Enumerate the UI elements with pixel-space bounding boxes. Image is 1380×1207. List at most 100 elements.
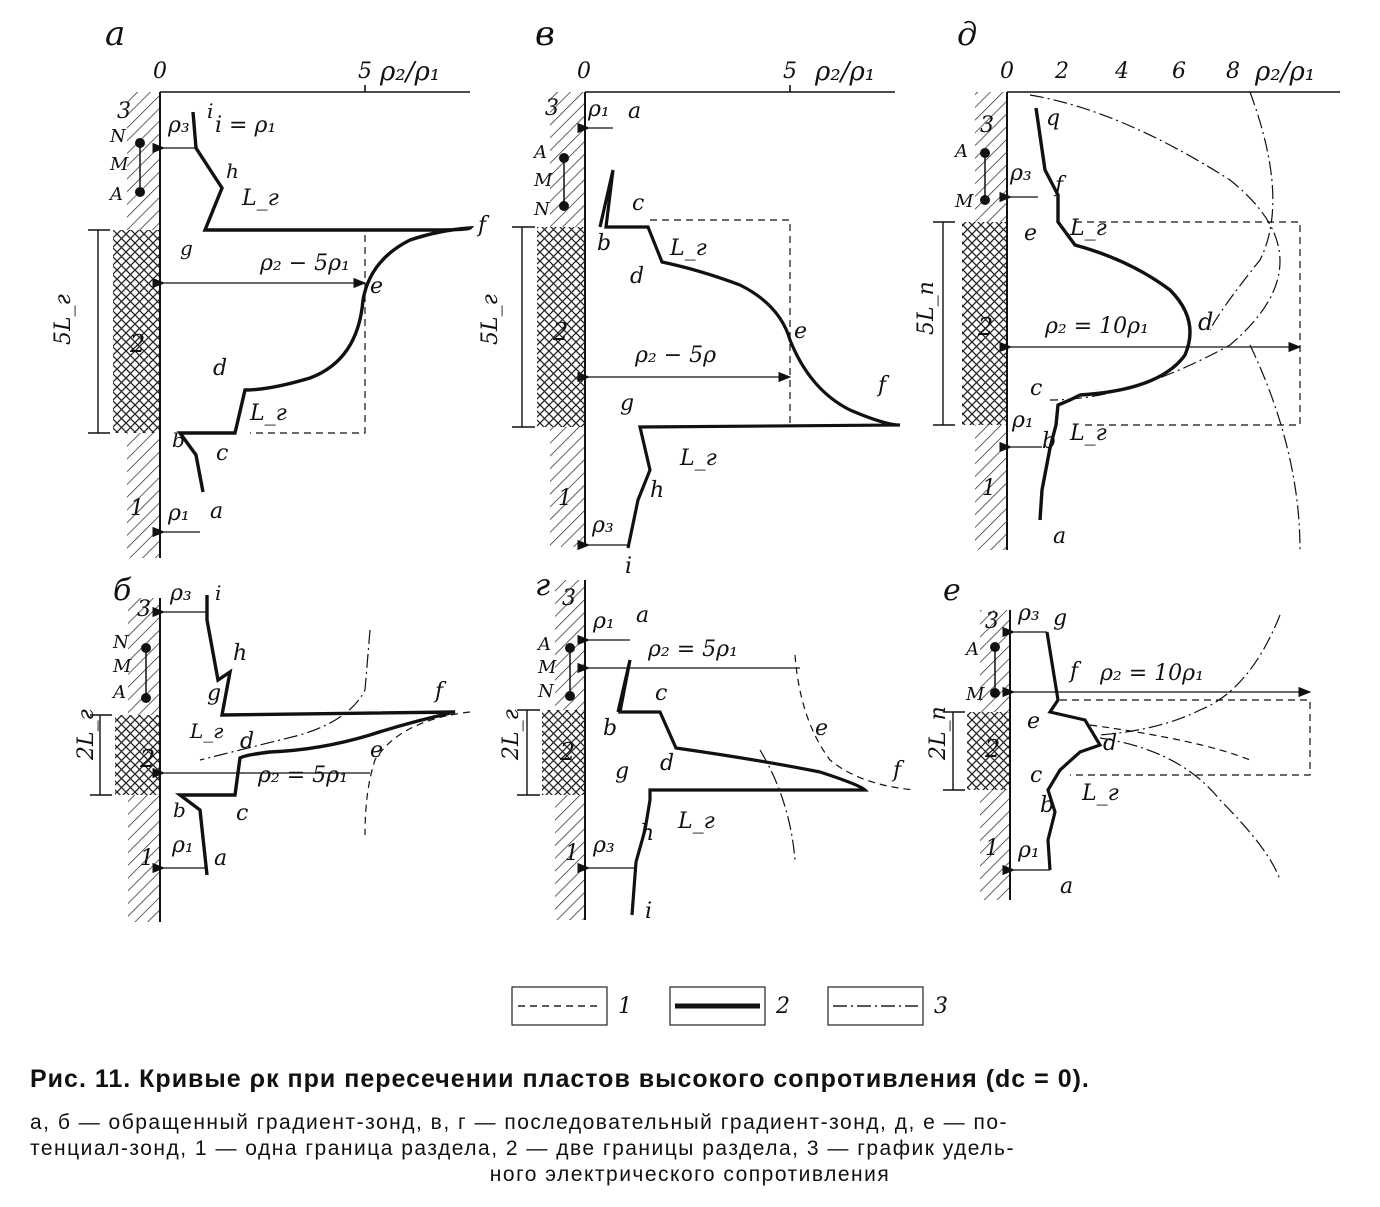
label-Lg: L_г <box>241 186 279 211</box>
electrode-M: M <box>965 684 985 705</box>
curve-main <box>616 659 869 916</box>
point-i: i <box>215 581 221 605</box>
electrode-M: M <box>533 170 553 191</box>
axis-tick-2: 2 <box>1054 59 1069 84</box>
curve-dashed <box>364 711 471 836</box>
label-rho1: ρ₁ <box>1017 838 1040 863</box>
point-e: e <box>370 738 383 763</box>
point-d: d <box>630 264 644 289</box>
point-d: d <box>1198 308 1213 336</box>
point-c: c <box>216 441 228 466</box>
axis-unit: ρ₂/ρ₁ <box>814 57 875 87</box>
legend-item-1: 1 <box>511 986 632 1026</box>
point-f: f <box>433 679 447 704</box>
point-a: a <box>636 603 649 628</box>
electrode-A: A <box>953 141 968 162</box>
point-e: e <box>794 319 807 344</box>
point-e: e <box>1027 709 1040 734</box>
layer-3: 3 <box>985 609 999 634</box>
layer-1: 1 <box>558 486 572 511</box>
point-g: g <box>180 236 193 260</box>
caption-line: ного электрического сопротивления <box>489 1163 891 1186</box>
label-rho1: ρ₁ <box>167 501 190 526</box>
figure-caption-body: а, б — обращенный градиент-зонд, в, г — … <box>30 1110 1350 1188</box>
label-rho3: ρ₃ <box>1017 601 1040 626</box>
label-rho1: ρ₁ <box>592 609 615 634</box>
electrode-A: A <box>964 639 979 660</box>
layer-1: 1 <box>140 846 154 871</box>
label-rho3: ρ₃ <box>167 113 190 138</box>
label-rho1: ρ₁ <box>587 97 610 122</box>
point-g: g <box>620 391 634 416</box>
axis-tick-5: 5 <box>783 59 797 84</box>
point-d: d <box>213 356 227 381</box>
curve-main <box>598 169 901 549</box>
point-i: i <box>645 899 652 924</box>
label-eq: i = ρ₁ <box>215 113 276 138</box>
axis-tick-8: 8 <box>1226 59 1240 84</box>
electrode-A: A <box>532 142 547 163</box>
point-a: a <box>210 499 223 524</box>
layer-1: 1 <box>130 496 144 521</box>
panel-letter: а <box>105 14 125 54</box>
axis-unit: ρ₂/ρ₁ <box>379 57 440 87</box>
point-h: h <box>650 478 664 503</box>
caption-line: а, б — обращенный градиент-зонд, в, г — … <box>30 1111 1009 1134</box>
point-f: f <box>891 758 905 783</box>
panel-letter: г <box>535 568 550 603</box>
panel-d: д 0 2 4 6 8 ρ₂/ρ₁ 3 2 1 A M 5L_п q f e d… <box>914 15 1340 551</box>
panel-g: г 3 2 1 A M N 2L_г a b c d e f g h i ρ₁ … <box>499 568 916 924</box>
point-e: e <box>370 274 383 299</box>
layer-2: 2 <box>559 738 575 766</box>
thickness-label: 2L_г <box>499 709 524 761</box>
point-i: i <box>625 554 632 579</box>
figure-diagram: а 0 5 ρ₂/ρ₁ 3 2 1 N M A 5L_г i h g f e d… <box>51 14 1340 924</box>
label-rho2: ρ₂ = 10ρ₁ <box>1099 661 1204 686</box>
label-Lg: L_г <box>1081 781 1119 806</box>
point-q: q <box>1046 106 1060 131</box>
point-f: f <box>1053 173 1067 198</box>
curve-dashed <box>650 219 791 427</box>
point-b: b <box>173 798 186 822</box>
point-a: a <box>1060 874 1073 899</box>
label-Lg: L_г <box>1069 421 1107 446</box>
point-c: c <box>655 681 667 706</box>
label-rho2: ρ₂ = 5ρ₁ <box>647 637 738 662</box>
electrode-N: N <box>109 126 127 147</box>
electrode-M: M <box>109 154 129 175</box>
layer-3: 3 <box>137 597 151 622</box>
point-i: i <box>207 99 213 123</box>
point-d: d <box>660 751 674 776</box>
point-b: b <box>603 716 617 741</box>
curve-dashdot <box>1099 614 1281 881</box>
electrode-A: A <box>536 634 551 655</box>
curve-main <box>176 111 475 493</box>
layer-2: 2 <box>552 318 568 346</box>
point-f: f <box>476 213 490 238</box>
point-h: h <box>640 821 654 846</box>
curve-dashdot-outer <box>1029 94 1281 401</box>
point-c: c <box>632 191 644 216</box>
thickness-label: 5L_г <box>51 294 76 345</box>
point-h: h <box>233 641 247 666</box>
point-h: h <box>226 159 239 183</box>
label-Lg: L_г <box>249 401 287 426</box>
label-rho1: ρ₁ <box>1011 408 1034 433</box>
point-a: a <box>1053 524 1066 549</box>
point-e: e <box>1024 221 1037 246</box>
layer-3: 3 <box>545 96 559 121</box>
panel-letter: в <box>535 14 555 54</box>
layer-2: 2 <box>984 735 1000 763</box>
legend-num: 1 <box>618 994 632 1019</box>
label-rho1: ρ₁ <box>171 833 194 858</box>
label-rho3: ρ₃ <box>592 833 615 858</box>
label-rho2: ρ₂ − 5ρ₁ <box>259 251 350 276</box>
point-c: c <box>1030 763 1042 788</box>
label-rho2: ρ₂ − 5ρ <box>634 343 716 368</box>
electrode-N: N <box>537 681 555 702</box>
axis-zero: 0 <box>577 59 591 84</box>
thickness-label: 2L_г <box>74 709 99 761</box>
panel-a: а 0 5 ρ₂/ρ₁ 3 2 1 N M A 5L_г i h g f e d… <box>51 14 490 558</box>
point-c: c <box>1030 376 1042 401</box>
point-e: e <box>815 716 828 741</box>
